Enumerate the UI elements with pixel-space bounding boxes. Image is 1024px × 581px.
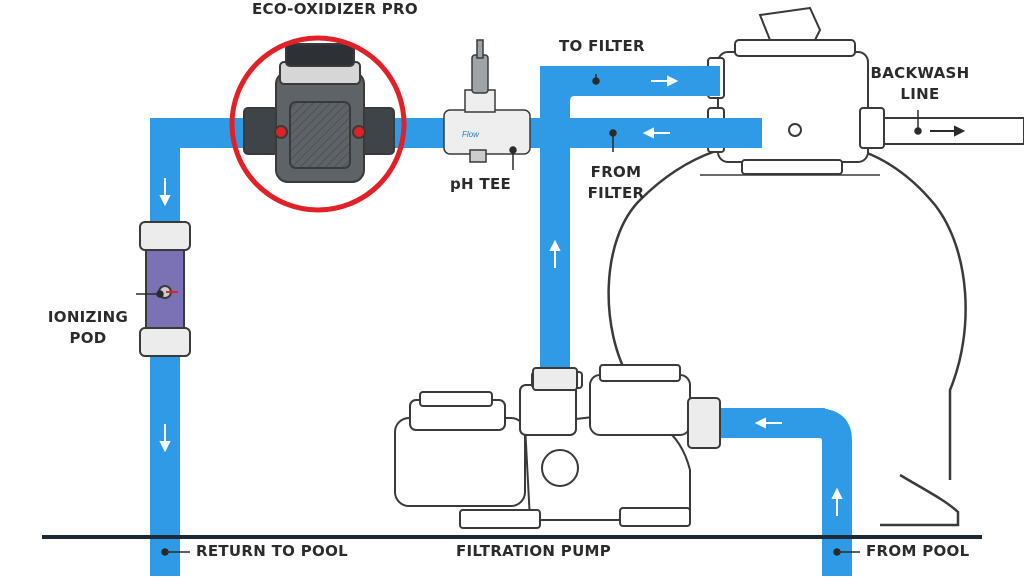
pipe-fittings bbox=[532, 367, 721, 449]
label-backwash-line-1: BACKWASH bbox=[870, 64, 970, 82]
ph-tee-brand: Flow bbox=[462, 130, 480, 139]
label-from-filter: FROM FILTER bbox=[576, 162, 656, 204]
ground-line bbox=[42, 535, 982, 539]
label-ionizing-pod-2: POD bbox=[69, 329, 107, 347]
highlight-ring bbox=[229, 35, 407, 213]
label-filtration-pump: FILTRATION PUMP bbox=[456, 542, 612, 560]
ph-tee bbox=[443, 39, 531, 163]
label-from-filter-1: FROM bbox=[590, 163, 642, 181]
label-from-pool: FROM POOL bbox=[866, 542, 970, 560]
label-ionizing-pod-1: IONIZING bbox=[47, 308, 129, 326]
label-ph-tee: pH TEE bbox=[450, 175, 512, 193]
label-from-filter-2: FILTER bbox=[587, 184, 645, 202]
label-backwash-line-2: LINE bbox=[900, 85, 940, 103]
eco-oxidizer-unit bbox=[243, 43, 395, 183]
pump-body bbox=[394, 364, 691, 529]
leader-lines bbox=[136, 74, 922, 556]
label-to-filter: TO FILTER bbox=[559, 37, 645, 55]
flow-arrows bbox=[159, 75, 843, 516]
label-ionizing-pod: IONIZING POD bbox=[40, 307, 136, 349]
ionizing-pod bbox=[139, 221, 191, 357]
label-eco-oxidizer-pro: ECO-OXIDIZER PRO bbox=[252, 0, 418, 18]
backwash-arrow bbox=[930, 125, 966, 137]
label-return-to-pool: RETURN TO POOL bbox=[196, 542, 348, 560]
label-backwash-line: BACKWASH LINE bbox=[855, 63, 985, 105]
